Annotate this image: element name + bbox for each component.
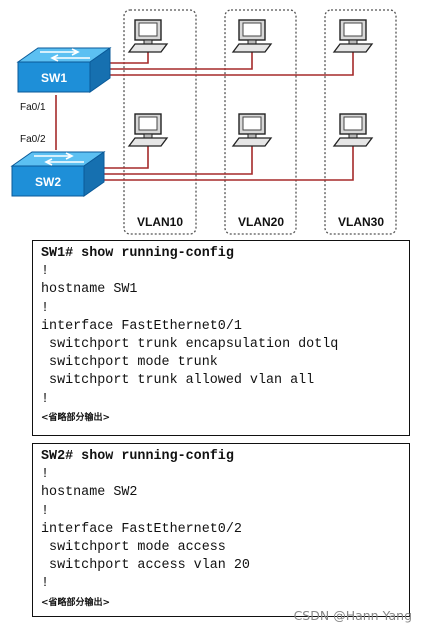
config-line: <省略部分输出> bbox=[41, 412, 111, 423]
config-line: ! bbox=[41, 576, 50, 592]
config-line: interface FastEthernet0/1 bbox=[41, 318, 242, 334]
config-line: SW1# show running-config bbox=[41, 246, 234, 261]
vlan-label-20: VLAN20 bbox=[238, 215, 284, 229]
network-topology: SW1 SW2 Fa0/1 Fa0/2 VLAN10 VLAN20 VLAN30 bbox=[10, 9, 397, 235]
links bbox=[55, 52, 354, 181]
pc-icon bbox=[231, 19, 273, 53]
port-label-sw2: Fa0/2 bbox=[20, 134, 46, 145]
watermark: CSDN @Hann Yang bbox=[293, 608, 412, 623]
config-line: switchport trunk encapsulation dotlq bbox=[41, 336, 339, 352]
config-line: ! bbox=[41, 300, 50, 316]
config-line: interface FastEthernet0/2 bbox=[41, 521, 242, 537]
pc-icon bbox=[332, 19, 374, 53]
config-line: ! bbox=[41, 467, 50, 483]
config-line: ! bbox=[41, 264, 50, 280]
config-line: switchport mode access bbox=[41, 539, 226, 555]
config-line: hostname SW1 bbox=[41, 282, 138, 298]
switch-sw1: SW1 bbox=[16, 47, 112, 93]
config-line: switchport mode trunk bbox=[41, 355, 218, 371]
pc-icon bbox=[127, 19, 169, 53]
config-line: ! bbox=[41, 391, 50, 407]
config-line: switchport trunk allowed vlan all bbox=[41, 373, 315, 389]
config-line: switchport access vlan 20 bbox=[41, 558, 250, 574]
sw1-label: SW1 bbox=[41, 71, 67, 85]
pc-icon bbox=[231, 113, 273, 147]
pc-icon bbox=[332, 113, 374, 147]
config-line: hostname SW2 bbox=[41, 485, 138, 501]
sw2-config-box: SW2# show running-config! hostname SW2! in… bbox=[32, 443, 410, 617]
pc-icon bbox=[127, 113, 169, 147]
switch-sw2: SW2 bbox=[10, 151, 106, 197]
sw2-label: SW2 bbox=[35, 175, 61, 189]
vlan-label-30: VLAN30 bbox=[338, 215, 384, 229]
pcs bbox=[127, 19, 374, 147]
port-label-sw1: Fa0/1 bbox=[20, 102, 46, 113]
vlan-label-10: VLAN10 bbox=[137, 215, 183, 229]
config-line: <省略部分输出> bbox=[41, 597, 111, 608]
sw1-config-box: SW1# show running-config! hostname SW1! in… bbox=[32, 240, 410, 436]
vlan-groups bbox=[123, 9, 397, 235]
config-line: ! bbox=[41, 503, 50, 519]
config-line: SW2# show running-config bbox=[41, 449, 234, 464]
